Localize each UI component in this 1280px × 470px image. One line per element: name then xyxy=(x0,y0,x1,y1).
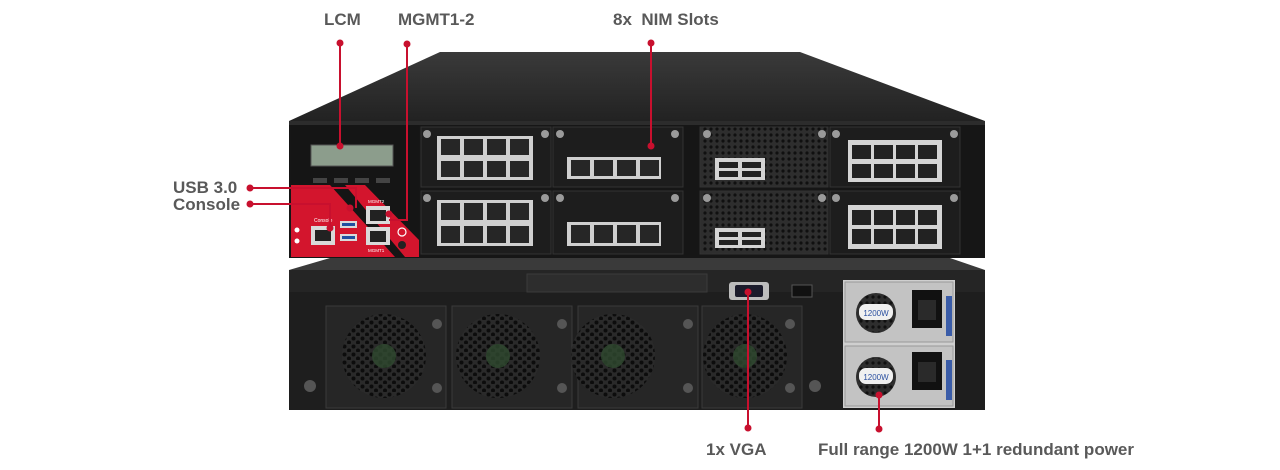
usb-label: USB 3.0 xyxy=(173,178,238,197)
power-label: Full range 1200W 1+1 redundant power xyxy=(818,440,1134,459)
console-label: Console xyxy=(173,195,241,214)
power-supplies: 1200W 1200W xyxy=(843,280,955,408)
fan-modules xyxy=(304,305,821,409)
vga-label: 1x VGA xyxy=(706,440,767,459)
lcm-label: LCM xyxy=(324,10,361,29)
lcm-display xyxy=(310,144,394,167)
mgmt-label: MGMT1-2 xyxy=(398,10,475,29)
psu-top-rating: 1200W xyxy=(863,309,889,318)
front-unit: Console MGMT2 MGMT1 xyxy=(289,52,985,258)
nim-slots-label: 8x NIM Slots xyxy=(613,10,719,29)
console-port-text: Console xyxy=(314,218,333,224)
mgmt2-port-text: MGMT2 xyxy=(368,199,385,204)
psu-bottom-rating: 1200W xyxy=(863,373,889,382)
rear-unit: 1200W 1200W xyxy=(289,258,985,410)
callout-lines xyxy=(246,39,883,433)
mgmt1-port-text: MGMT1 xyxy=(368,248,385,253)
nim-slots xyxy=(420,126,961,255)
